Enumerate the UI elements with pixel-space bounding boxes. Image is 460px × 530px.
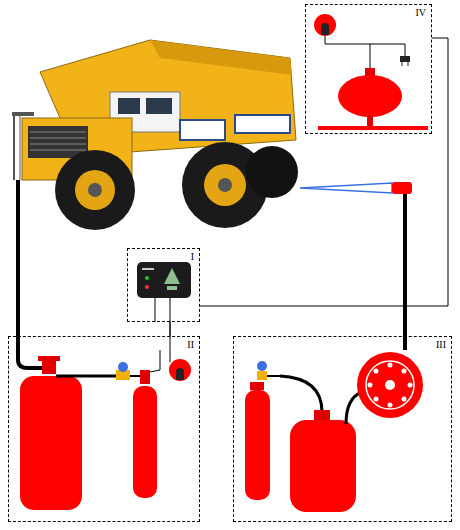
- dashed-group-box: III: [233, 336, 452, 522]
- callout-number: III: [234, 337, 451, 351]
- hose: [18, 180, 44, 368]
- dashed-group-box: I: [127, 248, 200, 322]
- cylinder-group: [245, 352, 423, 512]
- signal-wire: [170, 322, 171, 336]
- dump-truck: [12, 40, 298, 230]
- signal-wire: [200, 38, 448, 306]
- cylinder-group: [20, 350, 191, 510]
- dashed-group-box: II: [8, 336, 200, 522]
- nozzle: [300, 182, 412, 350]
- callout-number: II: [9, 337, 199, 351]
- callout-number: I: [128, 249, 199, 263]
- fire-module: [314, 14, 428, 130]
- dashed-group-box: IV: [305, 4, 432, 134]
- callout-number: IV: [306, 5, 431, 19]
